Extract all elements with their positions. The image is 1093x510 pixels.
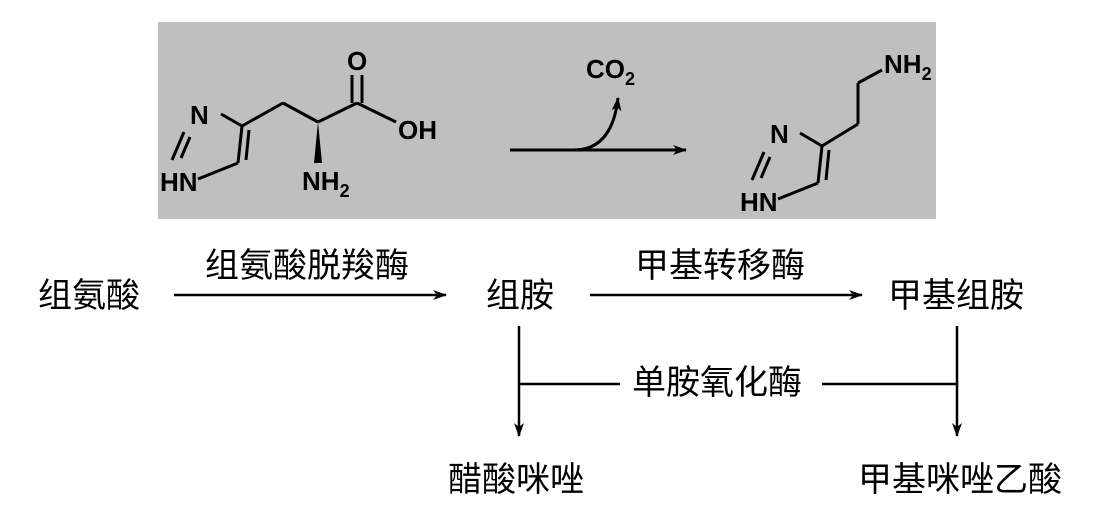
methylimidazole-acetic-acid-label: 甲基咪唑乙酸 — [858, 460, 1062, 500]
histidine-n-label: N — [190, 100, 209, 130]
histamine-structure — [750, 68, 883, 201]
imidazole-acetic-acid-label: 醋酸咪唑 — [448, 460, 584, 500]
histidine-nh2-label: NH2 — [302, 166, 350, 201]
stereo-wedge-bond — [314, 122, 322, 163]
histidine-label: 组氨酸 — [38, 276, 140, 316]
enzyme-mao-label: 单胺氧化酶 — [632, 363, 802, 403]
histamine-label: 组胺 — [486, 276, 554, 316]
histidine-structure — [170, 75, 397, 181]
reaction-panel — [158, 22, 936, 219]
methylhistamine-label: 甲基组胺 — [888, 276, 1024, 316]
enzyme-decarboxylase-label: 组氨酸脱羧酶 — [205, 246, 409, 286]
histamine-n-label: N — [770, 119, 789, 149]
histidine-hn-label: HN — [160, 167, 198, 197]
histidine-oh-label: OH — [398, 115, 437, 145]
histamine-hn-label: HN — [740, 187, 778, 217]
histidine-oxygen-label: O — [347, 46, 367, 76]
co2-release-arrow — [573, 97, 622, 152]
co2-label: CO2 — [586, 54, 635, 89]
enzyme-methyltransferase-label: 甲基转移酶 — [635, 246, 805, 286]
histamine-nh2-label: NH2 — [884, 49, 932, 84]
